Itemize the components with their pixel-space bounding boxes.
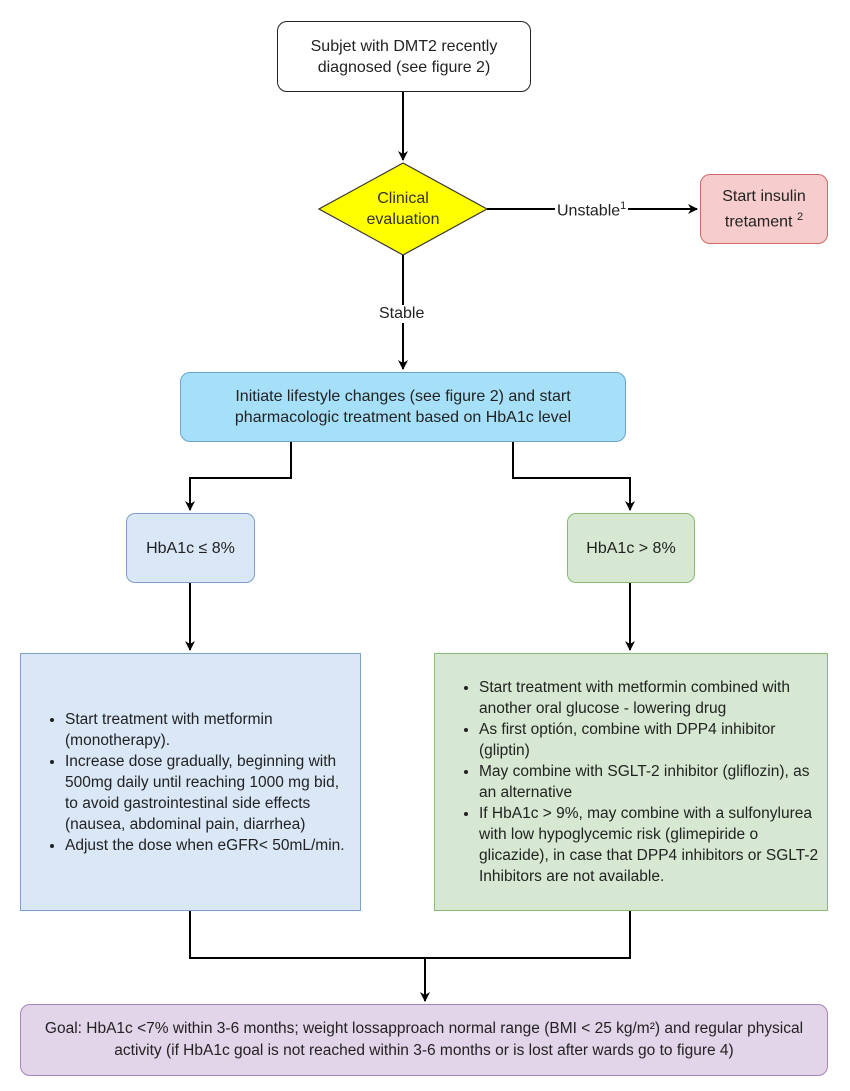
list-item: Start treatment with metformin (monother… bbox=[65, 709, 354, 751]
goal-node: Goal: HbA1c <7% within 3-6 months; weigh… bbox=[20, 1004, 828, 1076]
low-hba1c-text: HbA1c ≤ 8% bbox=[146, 539, 235, 557]
list-item: If HbA1c > 9%, may combine with a sulfon… bbox=[479, 803, 821, 887]
insulin-node-text: Start insulin tretament 2 bbox=[714, 186, 814, 232]
list-item: Start treatment with metformin combined … bbox=[479, 677, 821, 719]
start-node-text: Subjet with DMT2 recently diagnosed (see… bbox=[310, 37, 498, 76]
start-node: Subjet with DMT2 recently diagnosed (see… bbox=[277, 21, 531, 92]
lifestyle-node-text: Initiate lifestyle changes (see figure 2… bbox=[234, 388, 572, 426]
high-treatment-list: Start treatment with metformin combined … bbox=[435, 677, 827, 887]
decision-text: Clinical evaluation bbox=[366, 190, 440, 228]
edge-label-unstable: Unstable1 bbox=[555, 200, 629, 221]
decision-node-label: Clinical evaluation bbox=[318, 162, 488, 256]
edge-lifestyle-to-high bbox=[512, 442, 635, 511]
unstable-text: Unstable bbox=[557, 202, 621, 220]
lifestyle-node: Initiate lifestyle changes (see figure 2… bbox=[180, 372, 626, 442]
insulin-footnote: 2 bbox=[796, 210, 804, 223]
edge-lifestyle-to-low bbox=[185, 442, 292, 511]
high-treatment-box: Start treatment with metformin combined … bbox=[434, 653, 828, 911]
insulin-node: Start insulin tretament 2 bbox=[700, 174, 828, 244]
edge-merge bbox=[189, 911, 631, 959]
low-treatment-box: Start treatment with metformin (monother… bbox=[20, 653, 361, 911]
list-item: May combine with SGLT-2 inhibitor (glifl… bbox=[479, 761, 821, 803]
high-hba1c-node: HbA1c > 8% bbox=[567, 513, 695, 583]
insulin-text: Start insulin tretament bbox=[722, 187, 806, 231]
goal-text: Goal: HbA1c <7% within 3-6 months; weigh… bbox=[44, 1020, 804, 1059]
low-treatment-list: Start treatment with metformin (monother… bbox=[21, 709, 360, 856]
list-item: As first optión, combine with DPP4 inhib… bbox=[479, 719, 821, 761]
list-item: Increase dose gradually, beginning with … bbox=[65, 751, 354, 835]
unstable-footnote: 1 bbox=[620, 200, 627, 212]
list-item: Adjust the dose when eGFR< 50mL/min. bbox=[65, 835, 354, 856]
low-hba1c-node: HbA1c ≤ 8% bbox=[126, 513, 255, 583]
high-hba1c-text: HbA1c > 8% bbox=[586, 539, 676, 557]
edge-label-stable: Stable bbox=[377, 305, 427, 323]
